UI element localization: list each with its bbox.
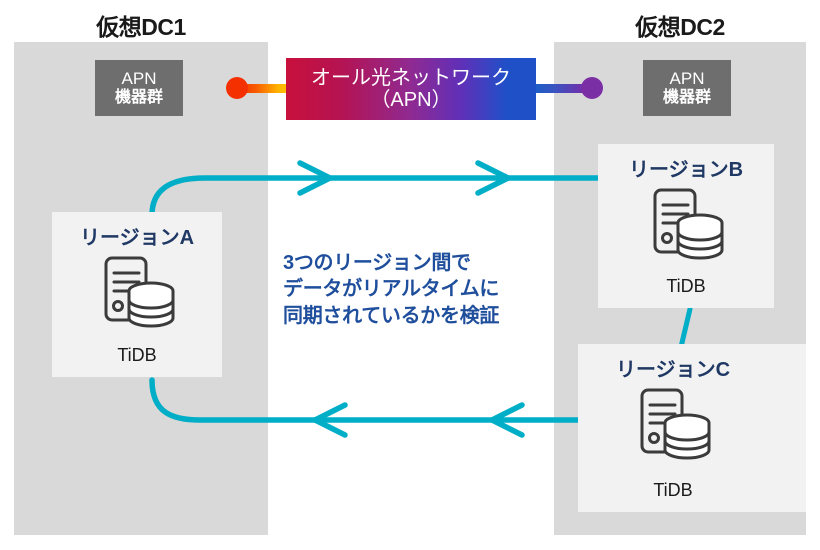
verification-note: 3つのリージョン間で データがリアルタイムに 同期されているかを検証 (283, 252, 500, 327)
arrow-left-head-1 (485, 402, 525, 438)
server-database-icon (104, 256, 175, 328)
region-a-label: リージョンA (79, 227, 195, 249)
apn-network-title-line2: （APN） (370, 89, 452, 111)
server-database-icon (640, 388, 711, 460)
server-database-icon (653, 188, 724, 260)
region-b-product-label: TiDB (666, 276, 706, 296)
region-b-label: リージョンB (628, 159, 744, 181)
region-a-box: リージョンA TiDB (52, 212, 222, 377)
dc1-apn-device-line2: 機器群 (114, 88, 163, 106)
dc1-apn-device-box: APN 機器群 (95, 60, 183, 116)
right-connector-dot (581, 77, 603, 99)
region-b-box: リージョンB TiDB (598, 144, 774, 308)
region-a-product-label: TiDB (117, 345, 157, 365)
region-c-box: リージョンC TiDB (578, 344, 806, 512)
dc1-apn-device-line1: APN (121, 68, 157, 88)
arrow-a-to-b-line (149, 175, 603, 218)
connector-b-to-c (678, 306, 693, 350)
region-c-label: リージョンC (615, 359, 731, 381)
apn-network-title-line1: オール光ネットワーク (311, 66, 511, 89)
dc2-apn-device-box: APN 機器群 (643, 60, 731, 116)
dc1-title: 仮想DC1 (96, 14, 186, 40)
arrow-right-head-2 (475, 160, 515, 196)
dc2-apn-device-line1: APN (669, 68, 705, 88)
right-connector-line (530, 84, 592, 93)
left-connector-line (236, 84, 292, 93)
arrow-left-head-2 (308, 402, 348, 438)
region-c-product-label: TiDB (653, 480, 693, 500)
dc2-apn-device-line2: 機器群 (662, 88, 711, 106)
arrow-right-head-1 (297, 160, 337, 196)
dc2-title: 仮想DC2 (635, 14, 725, 40)
left-connector-dot (226, 77, 248, 99)
apn-network-box: オール光ネットワーク （APN） (286, 58, 536, 120)
arrow-c-to-a-line (149, 377, 603, 423)
